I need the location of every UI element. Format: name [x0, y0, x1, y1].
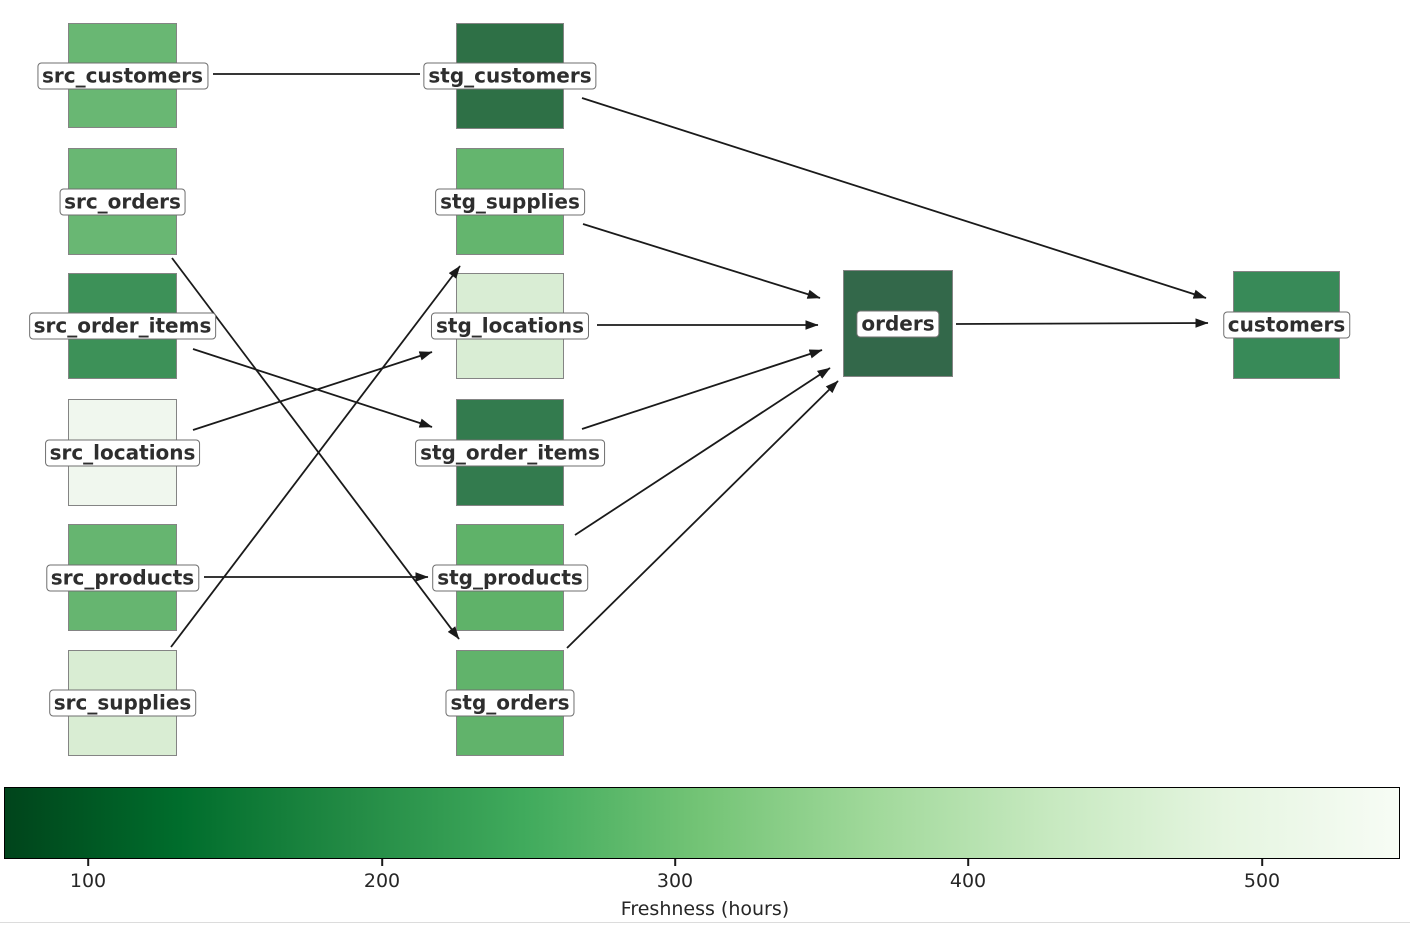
node-label-src-products: src_products: [45, 564, 200, 591]
node-label-stg-products: stg_products: [432, 564, 588, 591]
edge-stg-customers-to-customers: [581, 97, 1207, 299]
bottom-divider: [0, 922, 1410, 923]
node-label-orders: orders: [856, 310, 940, 337]
edge-orders-to-customers: [955, 318, 1209, 328]
node-label-src-locations: src_locations: [44, 439, 201, 466]
edge-src-order-items-to-stg-order-items: [192, 348, 433, 428]
node-label-stg-orders: stg_orders: [445, 689, 575, 717]
colorbar-axis-label: Freshness (hours): [620, 898, 790, 920]
edge-src-orders-to-stg-orders: [171, 257, 460, 640]
colorbar-tick-label-400: 400: [949, 870, 987, 892]
node-label-stg-customers: stg_customers: [423, 62, 597, 90]
edge-stg-products-to-orders: [574, 367, 831, 536]
node-label-src-order-items: src_order_items: [28, 312, 217, 340]
node-label-stg-supplies: stg_supplies: [435, 188, 585, 215]
colorbar-tick-label-500: 500: [1243, 870, 1281, 892]
colorbar-tick-label-200: 200: [363, 870, 401, 892]
node-label-src-orders: src_orders: [59, 188, 186, 215]
node-label-src-customers: src_customers: [36, 62, 209, 89]
edge-src-locations-to-stg-locations: [192, 351, 433, 431]
colorbar-tick-mark-400: [967, 859, 969, 866]
node-label-stg-order-items: stg_order_items: [415, 439, 605, 466]
colorbar-tick-label-300: 300: [656, 870, 694, 892]
colorbar-tick-mark-300: [674, 859, 676, 866]
colorbar-tick-mark-200: [381, 859, 383, 866]
colorbar-tick-mark-500: [1261, 859, 1263, 866]
node-label-src-supplies: src_supplies: [48, 689, 197, 717]
node-label-customers: customers: [1222, 311, 1351, 339]
edge-src-supplies-to-stg-supplies: [170, 265, 461, 648]
colorbar-gradient: [4, 787, 1400, 859]
colorbar-tick-mark-100: [87, 859, 89, 866]
colorbar-tick-label-100: 100: [69, 870, 107, 892]
edge-stg-order-items-to-orders: [581, 349, 823, 430]
edge-stg-orders-to-orders: [566, 380, 839, 649]
edge-stg-supplies-to-orders: [582, 223, 821, 299]
node-label-stg-locations: stg_locations: [430, 312, 590, 340]
